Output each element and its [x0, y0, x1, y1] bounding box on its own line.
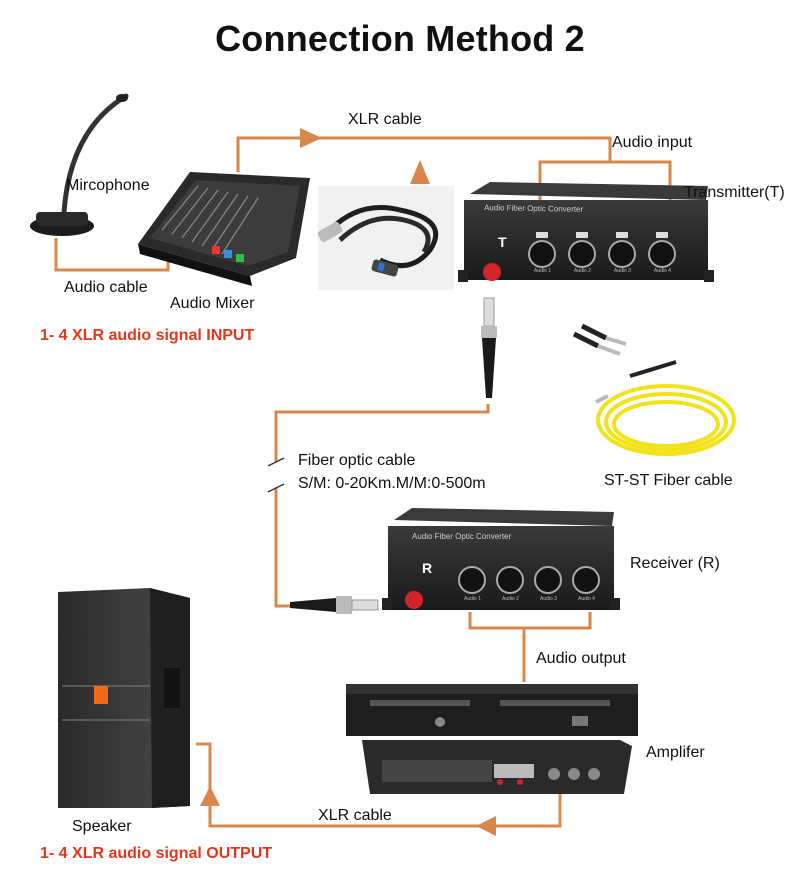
rx-port-4-label: Audio 4 [578, 596, 595, 602]
rx-port-3-label: Audio 3 [540, 596, 557, 602]
receiver-device-title: Audio Fiber Optic Converter [412, 532, 512, 541]
audio-input-label: Audio input [612, 134, 693, 151]
mic-audio-cable [54, 238, 170, 272]
speaker-icon [58, 588, 190, 808]
amplifier-label: Amplifer [646, 744, 705, 761]
tx-port-3-label: Audio 3 [614, 268, 631, 274]
fiber-line-upper [274, 404, 490, 462]
microphone-label: Mircophone [66, 177, 150, 194]
xlr-cable-top-line [236, 136, 612, 172]
microphone-icon [30, 93, 129, 236]
audio-cable-label: Audio cable [64, 279, 148, 296]
page-title: Connection Method 2 [215, 18, 585, 59]
audio-mixer-label: Audio Mixer [170, 295, 255, 312]
receiver-letter: R [422, 560, 433, 576]
audio-output-bracket [468, 612, 592, 630]
arrow-icon [200, 128, 496, 836]
receiver-label: Receiver (R) [630, 555, 720, 572]
amplifier-icon [346, 684, 638, 794]
speaker-label: Speaker [72, 818, 132, 835]
fiber-coil-icon [572, 323, 736, 456]
st-fiber-connector-icon [481, 297, 497, 398]
fiber-line-lower [274, 488, 290, 608]
xlr-cable-icon [317, 186, 454, 290]
xlr-cable-bottom-label: XLR cable [318, 807, 392, 824]
xlr-cable-bottom-line [196, 742, 562, 828]
tx-port-1-label: Audio 1 [534, 268, 551, 274]
transmitter-device [458, 182, 714, 282]
audio-output-label: Audio output [536, 650, 626, 667]
output-note: 1- 4 XLR audio signal OUTPUT [40, 845, 273, 862]
audio-mixer-icon [138, 172, 310, 286]
receiver-device [382, 508, 620, 610]
fiber-break-marks [267, 457, 285, 493]
st-st-fiber-label: ST-ST Fiber cable [604, 472, 733, 489]
tx-port-2-label: Audio 2 [574, 268, 591, 274]
transmitter-label: Transmitter(T) [684, 184, 785, 201]
rx-port-1-label: Audio 1 [464, 596, 481, 602]
fiber-optic-cable-label: Fiber optic cable [298, 452, 416, 469]
input-note: 1- 4 XLR audio signal INPUT [40, 327, 255, 344]
transmitter-letter: T [498, 234, 507, 250]
xlr-cable-top-label: XLR cable [348, 111, 422, 128]
st-fiber-connector-rx-icon [290, 596, 379, 614]
rx-port-2-label: Audio 2 [502, 596, 519, 602]
transmitter-device-title: Audio Fiber Optic Converter [483, 203, 584, 214]
fiber-spec-label: S/M: 0-20Km.M/M:0-500m [298, 475, 486, 492]
tx-port-4-label: Audio 4 [654, 268, 671, 274]
